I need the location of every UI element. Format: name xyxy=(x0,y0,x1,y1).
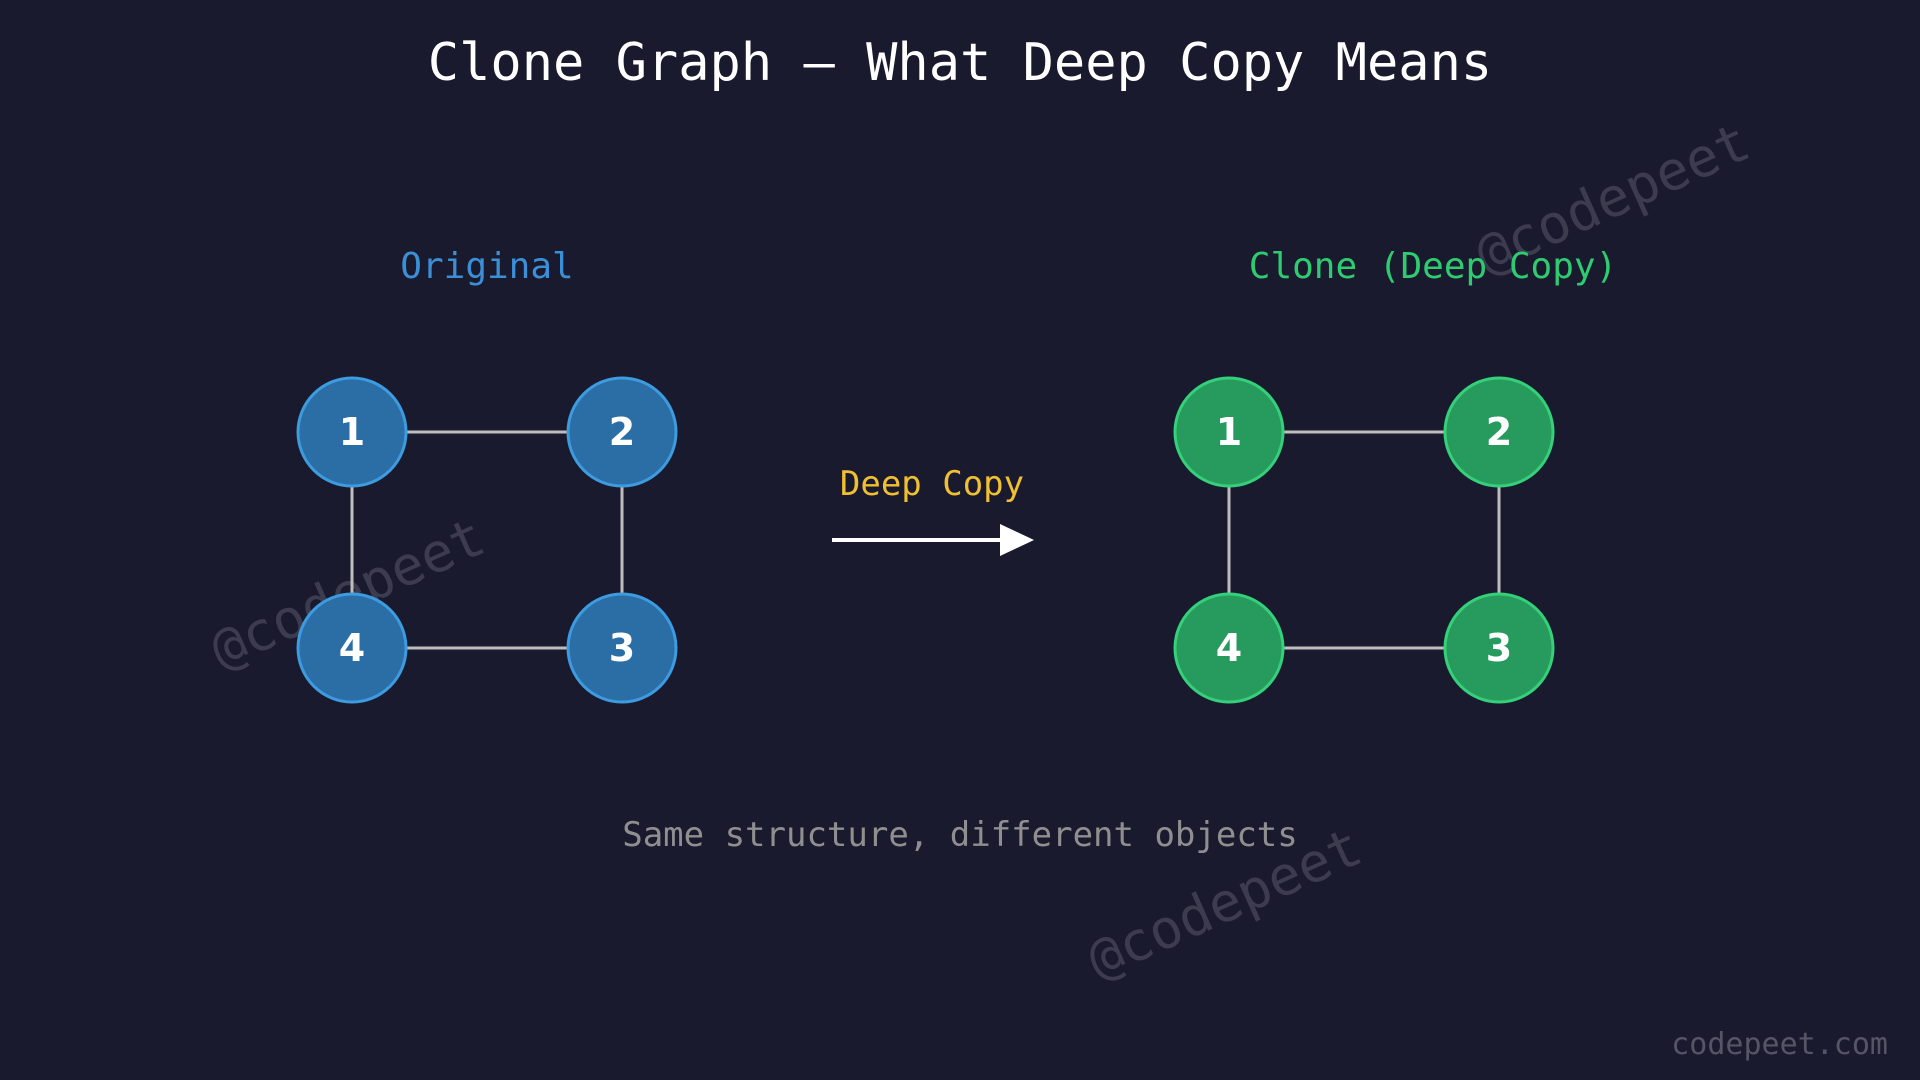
clone-node-label: 1 xyxy=(1216,410,1242,454)
original-nodes: 1 2 3 4 xyxy=(296,376,678,704)
clone-node-2: 2 xyxy=(1443,376,1555,488)
deep-copy-arrow-label: Deep Copy xyxy=(840,464,1024,504)
diagram-caption: Same structure, different objects xyxy=(622,815,1298,855)
deep-copy-arrow: Deep Copy xyxy=(832,464,1034,556)
original-node-circle xyxy=(566,376,678,488)
clone-nodes: 1 2 3 4 xyxy=(1173,376,1555,704)
footer-site-link: codepeet.com xyxy=(1671,1027,1888,1062)
original-node-circle xyxy=(296,592,408,704)
clone-node-circle xyxy=(1443,592,1555,704)
clone-node-1: 1 xyxy=(1173,376,1285,488)
original-node-label: 2 xyxy=(609,410,635,454)
original-node-circle xyxy=(566,592,678,704)
clone-node-4: 4 xyxy=(1173,592,1285,704)
clone-node-label: 3 xyxy=(1486,626,1512,670)
clone-node-circle xyxy=(1173,592,1285,704)
clone-node-circle xyxy=(1443,376,1555,488)
clone-node-circle xyxy=(1173,376,1285,488)
original-node-2: 2 xyxy=(566,376,678,488)
original-node-4: 4 xyxy=(296,592,408,704)
original-node-label: 1 xyxy=(339,410,365,454)
clone-graph: 1 2 3 4 xyxy=(1173,376,1555,704)
original-node-3: 3 xyxy=(566,592,678,704)
clone-node-label: 4 xyxy=(1216,626,1242,670)
original-node-1: 1 xyxy=(296,376,408,488)
clone-graph-label: Clone (Deep Copy) xyxy=(1249,246,1617,287)
clone-node-label: 2 xyxy=(1486,410,1512,454)
arrow-head-icon xyxy=(1000,524,1034,556)
original-graph-label: Original xyxy=(400,246,573,287)
original-node-label: 4 xyxy=(339,626,365,670)
clone-node-3: 3 xyxy=(1443,592,1555,704)
page-title: Clone Graph — What Deep Copy Means xyxy=(428,33,1492,93)
original-graph: 1 2 3 4 xyxy=(296,376,678,704)
original-node-label: 3 xyxy=(609,626,635,670)
original-node-circle xyxy=(296,376,408,488)
